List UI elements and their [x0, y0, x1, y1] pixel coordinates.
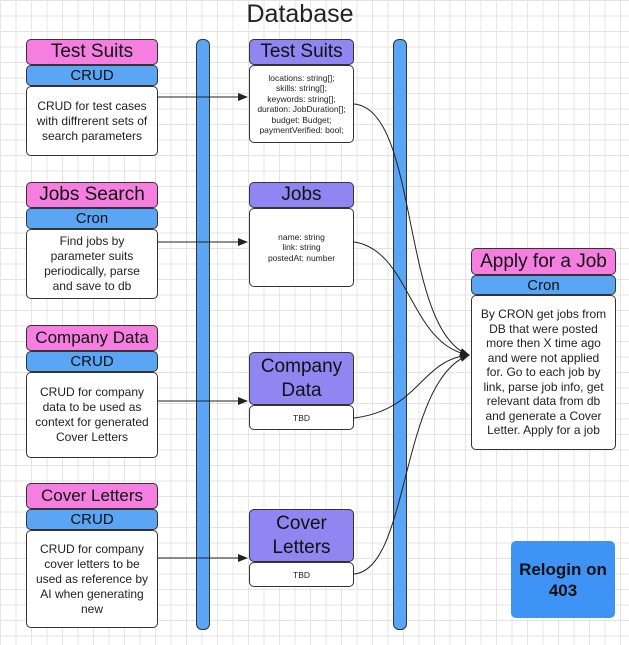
apply-job-description: By CRON get jobs from DB that were poste… [471, 295, 616, 450]
test-suits-table-fields: locations: string[]; skills: string[]; k… [249, 65, 354, 143]
company-data-service-type: CRUD [26, 351, 158, 372]
test-suits-service-header: Test Suits [26, 39, 158, 65]
test-suits-service-description: CRUD for test cases with diffrerent sets… [26, 86, 158, 156]
apply-job-type: Cron [471, 275, 616, 295]
company-data-service-header: Company Data [26, 325, 158, 351]
jobs-search-service-description: Find jobs by parameter suits periodicall… [26, 229, 158, 299]
cover-letters-service-description: CRUD for company cover letters to be use… [26, 530, 158, 628]
company-data-table-header: Company Data [249, 352, 354, 405]
test-suits-field: keywords: string[]; [267, 93, 336, 104]
jobs-search-service-type: Cron [26, 208, 158, 229]
jobs-field: name: string [278, 231, 325, 242]
company-data-service-description: CRUD for company data to be used as cont… [26, 372, 158, 458]
relogin-note: Relogin on 403 [511, 541, 615, 618]
left-bus-bar [196, 39, 210, 630]
company-data-table-fields: TBD [249, 405, 354, 430]
cover-letters-header-line: Cover [276, 512, 327, 534]
test-suits-field: locations: string[]; [268, 72, 335, 83]
arrow-company-to-apply [353, 351, 470, 419]
company-data-header-line: Data [281, 379, 322, 401]
test-suits-field: budget: Budget; [271, 114, 332, 125]
apply-job-header: Apply for a Job [471, 248, 616, 275]
test-suits-service-type: CRUD [26, 65, 158, 86]
jobs-table-fields: name: string link: string postedAt: numb… [249, 208, 354, 287]
cover-letters-table-fields: TBD [249, 562, 354, 587]
arrow-jobs-to-apply [353, 241, 470, 358]
arrow-cover-to-apply [353, 354, 470, 575]
cover-letters-header-line: Letters [272, 536, 331, 558]
jobs-table-header: Jobs [249, 182, 354, 208]
jobs-field: link: string [282, 242, 321, 253]
diagram-title: Database [246, 0, 354, 28]
jobs-field: postedAt: number [267, 252, 336, 263]
cover-letters-service-type: CRUD [26, 509, 158, 530]
arrow-test-suits-to-apply [353, 103, 470, 356]
jobs-search-service-header: Jobs Search [26, 182, 158, 208]
cover-letters-table-header: Cover Letters [249, 509, 354, 562]
right-bus-bar [393, 39, 407, 630]
cover-letters-service-header: Cover Letters [26, 483, 158, 509]
company-data-header-line: Company [260, 355, 343, 377]
test-suits-field: skills: string[]; [275, 83, 327, 93]
test-suits-field: paymentVerified: bool; [259, 125, 344, 135]
test-suits-table-header: Test Suits [249, 39, 354, 65]
test-suits-field: duration: JobDuration[]; [257, 104, 346, 114]
